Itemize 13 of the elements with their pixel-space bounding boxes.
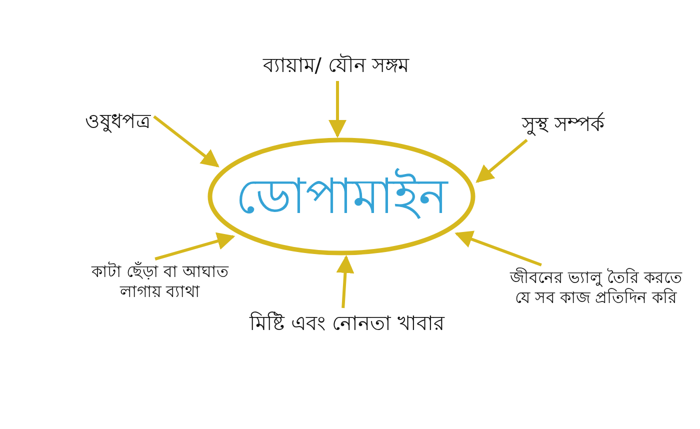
central-label: ডোপামাইন: [236, 170, 448, 224]
arrow: [454, 230, 542, 266]
arrow: [153, 115, 220, 168]
cause-label: সুস্থ সম্পর্ক: [522, 112, 604, 137]
cause-label: ওষুধপত্র: [85, 109, 151, 134]
arrow: [476, 138, 528, 183]
cause-label: মিষ্টি এবং নোনতা খাবার: [249, 311, 445, 336]
arrow: [328, 81, 346, 138]
arrow: [154, 232, 236, 260]
arrow: [336, 255, 354, 308]
cause-label: ব্যায়াম/ যৌন সঙ্গম: [262, 53, 410, 78]
cause-label: কাটা ছেঁড়া বা আঘাত লাগায় ব্যাথা: [78, 262, 242, 302]
cause-label: জীবনের ভ্যালু তৈরি করতে যে সব কাজ প্রতিদিন করি: [505, 268, 687, 308]
